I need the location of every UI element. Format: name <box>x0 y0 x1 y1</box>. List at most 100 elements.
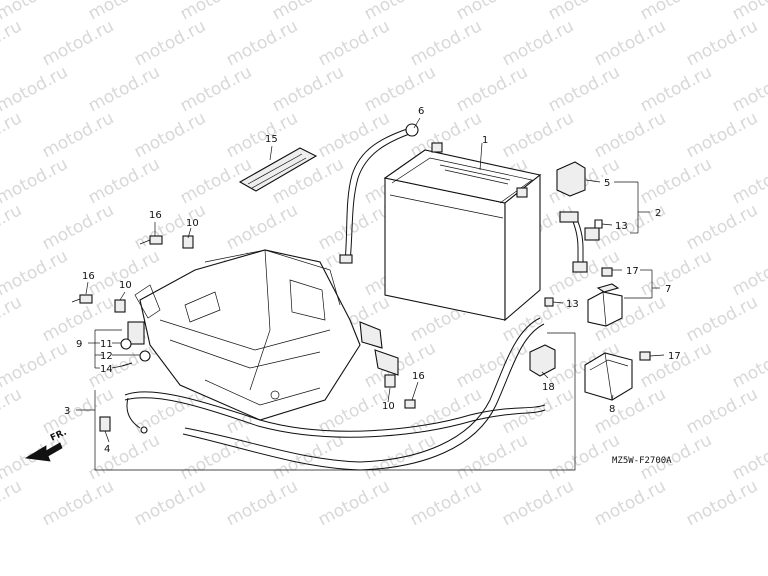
watermark-text: motod.ru <box>591 476 669 530</box>
watermark-text: motod.ru <box>39 200 117 254</box>
callout-13-lower: 13 <box>566 299 579 310</box>
watermark-text: motod.ru <box>499 16 577 70</box>
watermark-text: motod.ru <box>453 338 531 392</box>
watermark-text: motod.ru <box>269 0 347 24</box>
watermark-text: motod.ru <box>453 62 531 116</box>
callout-4: 4 <box>104 444 110 455</box>
watermark-text: motod.ru <box>223 476 301 530</box>
watermark-text: motod.ru <box>637 338 715 392</box>
watermark-text: motod.ru <box>683 200 761 254</box>
watermark-text: motod.ru <box>637 246 715 300</box>
watermark-text: motod.ru <box>729 246 768 300</box>
watermark-text: motod.ru <box>683 384 761 438</box>
watermark-text: motod.ru <box>361 0 439 24</box>
watermark-text: motod.ru <box>729 154 768 208</box>
watermark-text: motod.ru <box>499 476 577 530</box>
callout-8: 8 <box>609 404 615 415</box>
watermark-text: motod.ru <box>85 62 163 116</box>
watermark-text: motod.ru <box>637 154 715 208</box>
watermark-text: motod.ru <box>0 384 25 438</box>
callout-labels: 1 2 3 4 5 6 7 8 9 10 10 10 11 12 13 13 1… <box>64 106 681 455</box>
callout-13-upper: 13 <box>615 221 628 232</box>
callout-1: 1 <box>482 135 488 146</box>
main-cable <box>124 317 546 471</box>
callout-17-upper: 17 <box>626 266 639 277</box>
leader-lines <box>76 117 665 471</box>
watermark-text: motod.ru <box>683 476 761 530</box>
watermark-text: motod.ru <box>729 430 768 484</box>
watermark-text: motod.ru <box>269 430 347 484</box>
watermark-text: motod.ru <box>0 108 25 162</box>
starter-relay-cable-set <box>556 161 603 273</box>
watermark-text: motod.ru <box>177 430 255 484</box>
watermark-text: motod.ru <box>315 476 393 530</box>
callout-12: 12 <box>100 351 113 362</box>
watermark-text: motod.ru <box>0 246 71 300</box>
watermark-text: motod.ru <box>499 108 577 162</box>
watermark-text: motod.ru <box>683 292 761 346</box>
watermark-text: motod.ru <box>85 154 163 208</box>
watermark-text: motod.ru <box>131 476 209 530</box>
callout-2: 2 <box>655 208 661 219</box>
watermark-text: motod.ru <box>85 0 163 24</box>
watermark-text: motod.ru <box>39 16 117 70</box>
callout-15: 15 <box>265 134 278 145</box>
watermark-text: motod.ru <box>637 62 715 116</box>
watermark-text: motod.ru <box>0 62 71 116</box>
callout-9: 9 <box>76 339 82 350</box>
callout-10-left: 10 <box>119 280 132 291</box>
watermark-text: motod.ru <box>729 338 768 392</box>
watermark-text: motod.ru <box>637 0 715 24</box>
callout-10-bottom: 10 <box>382 401 395 412</box>
watermark-text: motod.ru <box>453 430 531 484</box>
callout-16-left: 16 <box>82 271 95 282</box>
watermark-text: motod.ru <box>545 62 623 116</box>
watermark-text: motod.ru <box>683 108 761 162</box>
watermark-text: motod.ru <box>0 154 71 208</box>
watermark-text: motod.ru <box>177 0 255 24</box>
watermark-text: motod.ru <box>315 108 393 162</box>
watermark-text: motod.ru <box>683 16 761 70</box>
watermark-text: motod.ru <box>453 0 531 24</box>
callout-5: 5 <box>604 178 610 189</box>
callout-11: 11 <box>100 339 113 350</box>
negative-battery-cable <box>339 123 419 264</box>
watermark-text: motod.ru <box>85 430 163 484</box>
callout-7: 7 <box>665 284 671 295</box>
watermark-text: motod.ru <box>39 108 117 162</box>
battery <box>383 142 542 322</box>
watermark-text: motod.ru <box>729 62 768 116</box>
watermark-text: motod.ru <box>545 0 623 24</box>
callout-14: 14 <box>100 364 113 375</box>
callout-3: 3 <box>64 406 70 417</box>
watermark-text: motod.ru <box>591 108 669 162</box>
watermark-text: motod.ru <box>0 16 25 70</box>
callout-18: 18 <box>542 382 555 393</box>
cable-holder <box>529 344 556 377</box>
watermark-text: motod.ru <box>269 62 347 116</box>
starter-relay <box>587 267 623 327</box>
watermark-text: motod.ru <box>591 16 669 70</box>
fuse-box <box>584 351 651 401</box>
watermark-text: motod.ru <box>177 62 255 116</box>
callout-10-top: 10 <box>186 218 199 229</box>
watermark-text: motod.ru <box>361 62 439 116</box>
watermark-text: motod.ru <box>39 476 117 530</box>
battery-band <box>238 147 318 192</box>
battery-case <box>127 249 399 421</box>
callout-6: 6 <box>418 106 424 117</box>
callout-17-lower: 17 <box>668 351 681 362</box>
drawing-code: MZ5W-F2700A <box>612 456 672 466</box>
callout-16-top: 16 <box>149 210 162 221</box>
watermark-text: motod.ru <box>0 292 25 346</box>
watermark-text: motod.ru <box>85 246 163 300</box>
watermark-text: motod.ru <box>315 200 393 254</box>
watermark-text: motod.ru <box>223 200 301 254</box>
watermark-text: motod.ru <box>361 338 439 392</box>
watermark-text: motod.ru <box>131 108 209 162</box>
watermark-text: motod.ru <box>407 16 485 70</box>
watermark-text: motod.ru <box>131 16 209 70</box>
watermark-text: motod.ru <box>315 16 393 70</box>
